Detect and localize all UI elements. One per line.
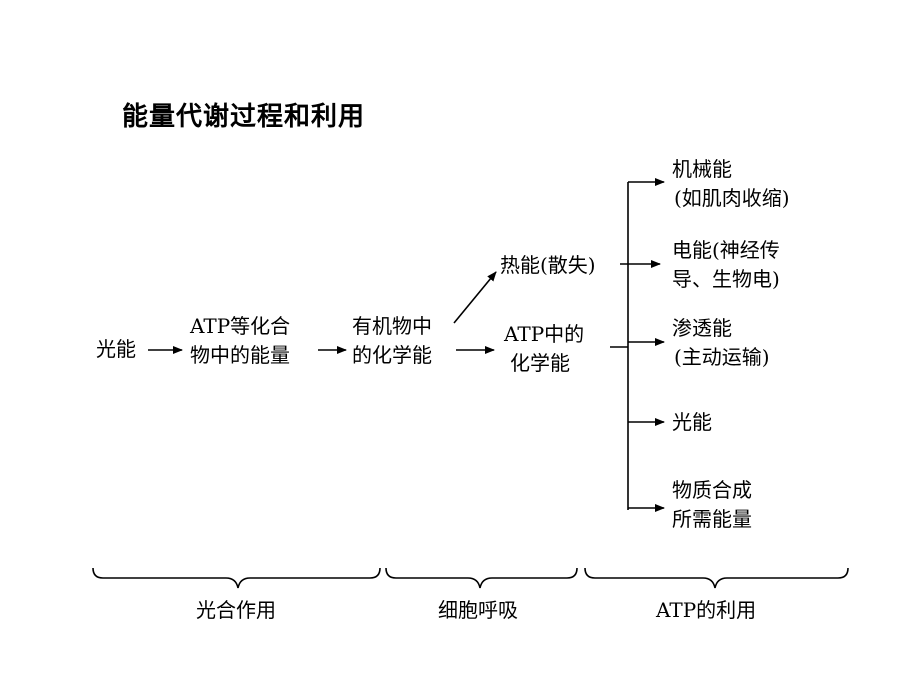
node-atp-chemical-line1: ATP中的	[504, 322, 585, 346]
stage-atp-use: ATP的利用	[656, 598, 757, 622]
node-light-energy: 光能	[96, 337, 136, 361]
use-synthesis-line1: 物质合成	[672, 478, 752, 502]
page-title: 能量代谢过程和利用	[122, 102, 366, 132]
use-electrical-line1: 电能(神经传	[672, 238, 780, 262]
brace-respiration	[385, 567, 578, 589]
node-atp-chemical-line2: 化学能	[510, 351, 570, 375]
brace-photosynthesis	[92, 567, 381, 589]
use-osmotic-line2: (主动运输)	[674, 345, 770, 369]
use-synthesis-line2: 所需能量	[672, 507, 752, 531]
node-atp-equivalent-line2: 物中的能量	[190, 343, 290, 367]
use-light: 光能	[672, 410, 712, 434]
node-organic-line2: 的化学能	[352, 343, 432, 367]
use-mechanical-line2: (如肌肉收缩)	[674, 186, 790, 210]
brace-atp-use	[584, 567, 849, 589]
node-organic-line1: 有机物中	[352, 314, 432, 338]
node-atp-equivalent-line1: ATP等化合	[190, 314, 291, 338]
node-heat: 热能(散失)	[500, 253, 596, 277]
use-mechanical-line1: 机械能	[672, 157, 732, 181]
arrow-organic-to-heat	[453, 271, 497, 324]
use-electrical-line2: 导、生物电)	[672, 267, 780, 291]
use-osmotic-line1: 渗透能	[672, 316, 732, 340]
stage-photosynthesis: 光合作用	[196, 598, 276, 622]
stage-respiration: 细胞呼吸	[438, 598, 518, 622]
